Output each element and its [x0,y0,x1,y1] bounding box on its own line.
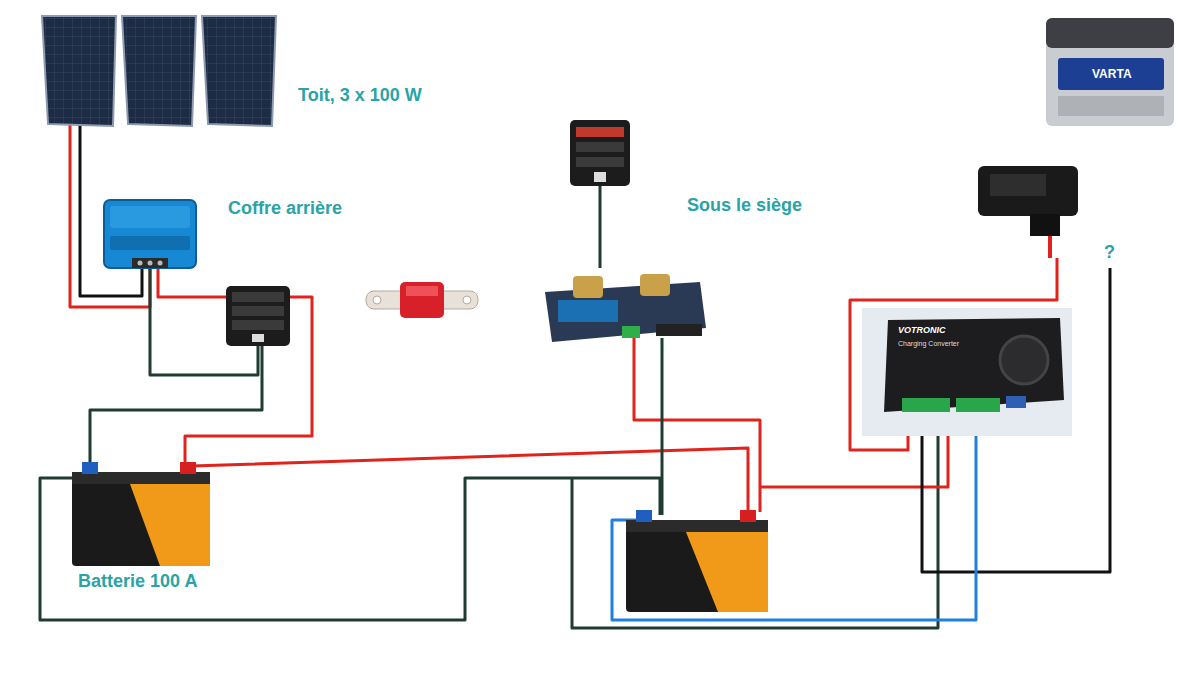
charging-converter [1000,336,1048,384]
starter-battery [1058,96,1164,116]
solar-panels [122,16,196,126]
relay [990,174,1046,196]
charging-converter [862,308,1072,436]
fuse-box [570,120,630,186]
lfp-battery [626,520,768,612]
fuse-box [226,286,290,346]
brand-text: VOTRONIC [898,325,946,335]
midi-fuse [366,282,478,318]
wire-red [634,338,760,512]
wire-dark [599,186,602,268]
charging-converter [884,318,1064,412]
starter-battery [1058,58,1164,90]
fuse-box [232,320,284,330]
mppt-controller [138,261,143,266]
charging-converter [902,398,950,412]
fuse-box [232,292,284,302]
lfp-battery [636,510,652,522]
mppt-controller [132,258,168,268]
lfp-battery [180,462,196,474]
lfp-battery [740,510,756,522]
mppt-controller [158,261,163,266]
mppt-controller [104,200,196,268]
solar-panels [42,16,276,126]
mppt-controller [104,200,196,268]
wire-blue [612,410,976,620]
lfp-battery [82,462,98,474]
relay [1030,214,1060,236]
mppt-controller [110,206,190,228]
starter-battery [1046,18,1174,48]
relay [978,166,1078,216]
charging-converter [862,308,1072,436]
question-mark: ? [1104,242,1115,263]
location-label: Toit, 3 x 100 W [298,85,422,106]
relay [978,166,1078,258]
product-text: Charging Converter [898,340,959,347]
fuse-box [232,306,284,316]
starter-battery [1046,18,1174,126]
relay [1048,236,1052,258]
lfp-battery [686,532,768,612]
fuse-box [594,172,606,182]
mppt-controller [148,261,153,266]
wire-red [158,268,228,297]
starter-battery [1046,18,1174,126]
battery-label: Batterie 100 A [78,571,197,592]
wire-dark [90,345,262,482]
brand-text: VARTA [1092,67,1132,81]
fuse-box [576,127,624,137]
wires [40,125,1110,628]
wire-dark [661,338,664,515]
wire-red [192,448,748,512]
charging-converter [956,398,1000,412]
solar-panels [42,16,116,126]
midi-fuse [373,296,381,304]
solar-panels [202,16,276,126]
battery-shunt [545,274,706,342]
fuse-box [252,334,264,342]
battery-shunt [558,300,618,322]
fuse-box [576,157,624,167]
midi-fuse [400,282,444,318]
location-label: Sous le siège [687,195,802,216]
lfp-battery [626,510,768,612]
battery-shunt [573,276,603,298]
battery-shunt [622,326,640,338]
lfp-battery [72,472,210,566]
wire-red [185,297,312,466]
fuse-box [226,286,290,346]
battery-shunt [656,324,702,336]
battery-shunt [640,274,670,296]
location-label: Coffre arrière [228,198,342,219]
lfp-battery [130,484,210,566]
midi-fuse [463,296,471,304]
fuse-box [570,120,630,186]
charging-converter [1006,396,1026,408]
lfp-battery [72,462,210,566]
fuse-box [576,142,624,152]
midi-fuse [406,286,438,296]
battery-shunt [545,282,706,342]
mppt-controller [110,236,190,250]
